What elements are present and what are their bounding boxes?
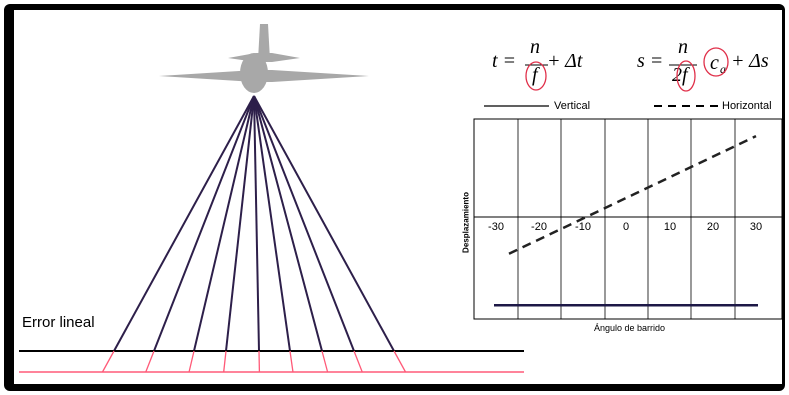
formula-s-numerator: n: [678, 36, 688, 58]
series-horizontal-line: [508, 135, 757, 255]
scan-ray: [253, 95, 323, 352]
x-tick-label: -10: [575, 221, 591, 233]
x-tick-label: 10: [663, 221, 677, 233]
error-ray: [321, 350, 329, 373]
diagram-panel: Error lineal t = n f + Δt s = n 2f c a +…: [14, 10, 782, 384]
scan-ray: [193, 95, 255, 352]
formula-s-ca: c: [710, 52, 719, 74]
legend-vertical-label: Vertical: [554, 100, 591, 112]
error-lineal-label: Error lineal: [22, 314, 95, 331]
formula-t-lhs: t =: [492, 50, 517, 72]
aircraft-icon: [159, 24, 369, 93]
x-tick-label: 30: [749, 221, 763, 233]
scan-ray: [225, 95, 255, 352]
image-frame: Error lineal t = n f + Δt s = n 2f c a +…: [4, 4, 785, 391]
legend-horizontal-label: Horizontal: [722, 100, 772, 112]
formula-s-lhs: s =: [637, 50, 664, 72]
formula-t-denominator: f: [532, 64, 538, 86]
scan-ray: [253, 95, 355, 352]
scan-ray: [253, 95, 395, 352]
error-ray: [101, 350, 115, 373]
error-ray: [393, 350, 407, 373]
formula-s-rest: + Δs: [731, 50, 769, 72]
chart-grid: [517, 119, 736, 319]
scan-rays: [113, 95, 395, 352]
chart-x-label: Ángulo de barrido: [594, 323, 666, 333]
scan-ray: [253, 95, 260, 352]
error-rays: [101, 350, 407, 373]
error-ray: [223, 350, 227, 373]
x-tick-label: 0: [622, 221, 630, 233]
scan-ray: [253, 95, 291, 352]
formula-s-denominator: 2f: [672, 64, 688, 86]
scan-ray: [113, 95, 255, 352]
scan-ray: [153, 95, 255, 352]
formula-t-rest: + Δt: [547, 50, 583, 72]
formula-t-numerator: n: [530, 36, 540, 58]
chart-y-label: Desplazamiento: [461, 192, 471, 253]
error-ray: [289, 350, 294, 373]
error-ray: [145, 350, 155, 373]
scan-diagram: [19, 24, 524, 373]
formula-s-ca-subscript: a: [720, 62, 726, 76]
error-ray: [353, 350, 363, 373]
x-tick-label: -30: [488, 221, 504, 233]
x-tick-label: -20: [531, 221, 547, 233]
error-ray: [188, 350, 195, 373]
x-tick-label: 20: [706, 221, 720, 233]
